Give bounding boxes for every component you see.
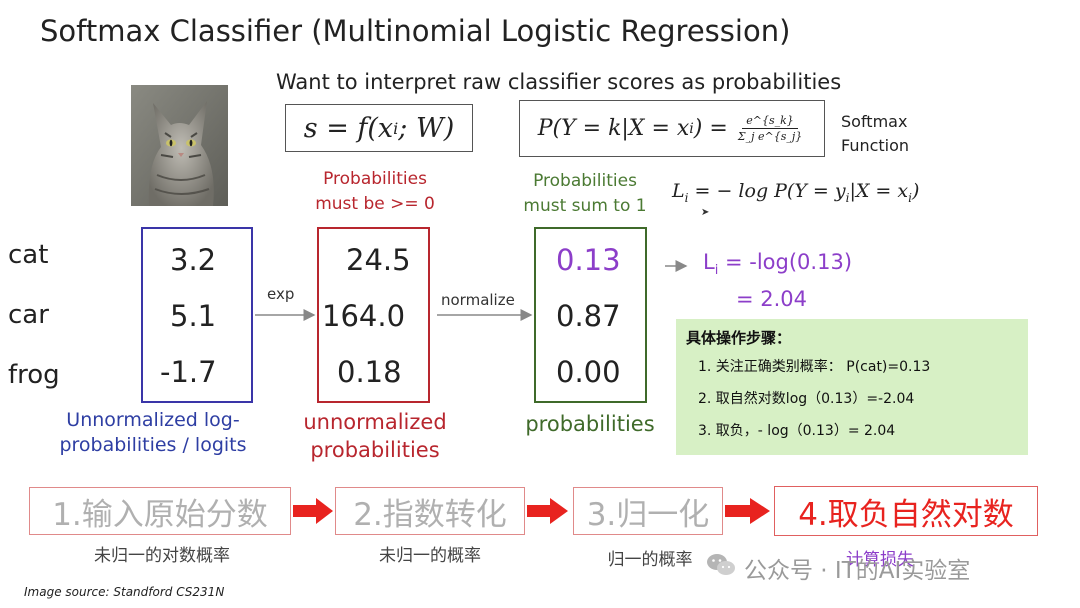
unnormalized-caption: unnormalized probabilities [295, 408, 455, 464]
flow-step-1-subtitle: 未归一的对数概率 [94, 546, 230, 566]
exp-arrow-label: exp [267, 285, 295, 303]
score-formula-lhs: s = f(x [303, 112, 394, 144]
flow-step-3-subtitle: 归一的概率 [607, 550, 693, 570]
logits-box: 3.2 5.1 -1.7 [141, 227, 253, 403]
unnormalized-car: 164.0 [322, 299, 406, 333]
flow-step-1: 1.输入原始分数 [29, 487, 291, 535]
logits-caption-line-2: probabilities / logits [59, 434, 247, 456]
softmax-label-line-2: Function [841, 136, 910, 155]
loss-result-line-2: = 2.04 [736, 287, 808, 312]
softmax-formula-lhs: P(Y = k|X = x [537, 116, 690, 141]
wechat-icon [706, 552, 736, 584]
loss-result: Li = -log(0.13) = 2.04 [663, 248, 852, 313]
flow-arrow-3 [725, 498, 770, 524]
softmax-denominator: Σ_j e^{s_j} [737, 130, 803, 143]
logit-cat: 3.2 [170, 243, 217, 277]
step-3: 3. 取负，- log（0.13）= 2.04 [698, 423, 896, 439]
loss-formula-sub-3: i [908, 190, 912, 205]
steps-box: 具体操作步骤： 1. 关注正确类别概率： P(cat)=0.13 2. 取自然对… [676, 319, 1028, 455]
flow-step-3: 3.归一化 [573, 487, 723, 535]
softmax-label-line-1: Softmax [841, 112, 908, 131]
flow-arrows [293, 498, 770, 524]
note-sum-line-1: Probabilities [533, 171, 637, 191]
loss-result-line-1: Li = -log(0.13) [663, 248, 852, 285]
cursor-icon: ➤ [701, 207, 710, 218]
flow-step-4-subtitle: 计算损失 [846, 550, 914, 570]
loss-result-l: L [703, 250, 715, 274]
unnormalized-cat: 24.5 [346, 243, 411, 277]
note-nonnegative-line-2: must be >= 0 [315, 194, 435, 214]
loss-formula-rhs-2: |X = x [849, 180, 909, 202]
unnormalized-caption-line-2: probabilities [310, 438, 440, 462]
loss-formula-sub-2: i [845, 190, 850, 205]
loss-result-sub: i [714, 263, 719, 279]
note-sum-to-one: Probabilities must sum to 1 [515, 169, 655, 219]
logit-car: 5.1 [170, 299, 217, 333]
logits-caption: Unnormalized log- probabilities / logits [58, 408, 248, 458]
probability-car: 0.87 [556, 299, 621, 333]
class-label-cat: cat [8, 240, 49, 270]
unnormalized-caption-line-1: unnormalized [303, 410, 447, 434]
unnormalized-frog: 0.18 [337, 355, 402, 389]
loss-formula-l: L [672, 180, 685, 202]
loss-formula: Li = − log P(Y = yi|X = xi) [672, 180, 919, 205]
flow-step-4: 4.取负自然对数 [774, 486, 1038, 536]
logits-caption-line-1: Unnormalized log- [66, 409, 240, 431]
score-formula-rhs: ; W) [398, 112, 455, 144]
class-label-frog: frog [8, 360, 60, 390]
softmax-function-label: Softmax Function [841, 110, 909, 158]
probability-cat: 0.13 [556, 243, 621, 277]
loss-formula-sub: i [684, 190, 689, 205]
note-nonnegative-line-1: Probabilities [323, 169, 427, 189]
probability-frog: 0.00 [556, 355, 621, 389]
logit-frog: -1.7 [160, 355, 217, 389]
flow-arrow-1 [293, 498, 333, 524]
softmax-formula-rhs: ) = [693, 116, 728, 141]
note-sum-line-2: must sum to 1 [523, 196, 647, 216]
loss-result-rest: = -log(0.13) [718, 250, 853, 274]
flow-arrow-2 [527, 498, 568, 524]
probabilities-caption: probabilities [525, 412, 655, 436]
note-nonnegative: Probabilities must be >= 0 [300, 167, 450, 217]
slide-title: Softmax Classifier (Multinomial Logistic… [40, 14, 791, 48]
softmax-numerator: e^{s_k} [742, 114, 798, 129]
loss-formula-end: ) [911, 180, 920, 202]
image-source: Image source: Standford CS231N [24, 585, 225, 599]
probabilities-box: 0.13 0.87 0.00 [534, 227, 647, 403]
loss-formula-rhs: = − log P(Y = y [688, 180, 846, 202]
normalize-arrow-label: normalize [441, 291, 515, 309]
step-1: 1. 关注正确类别概率： P(cat)=0.13 [698, 359, 931, 375]
softmax-formula-sub: i [689, 120, 694, 137]
step-2: 2. 取自然对数log（0.13）=-2.04 [698, 391, 915, 407]
softmax-fraction: e^{s_k} Σ_j e^{s_j} [734, 114, 806, 143]
flow-step-2: 2.指数转化 [335, 487, 525, 535]
watermark: 公众号 · IT的AI实验室 [706, 551, 970, 585]
slide-subtitle: Want to interpret raw classifier scores … [276, 70, 842, 94]
score-formula-sub: i [393, 118, 399, 138]
watermark-text: 公众号 · IT的AI实验室 [744, 558, 971, 584]
class-label-car: car [8, 300, 49, 330]
steps-title: 具体操作步骤： [686, 329, 792, 347]
unnormalized-box: 24.5 164.0 0.18 [317, 227, 430, 403]
flow-step-2-subtitle: 未归一的概率 [379, 546, 481, 566]
cat-image [131, 85, 228, 206]
